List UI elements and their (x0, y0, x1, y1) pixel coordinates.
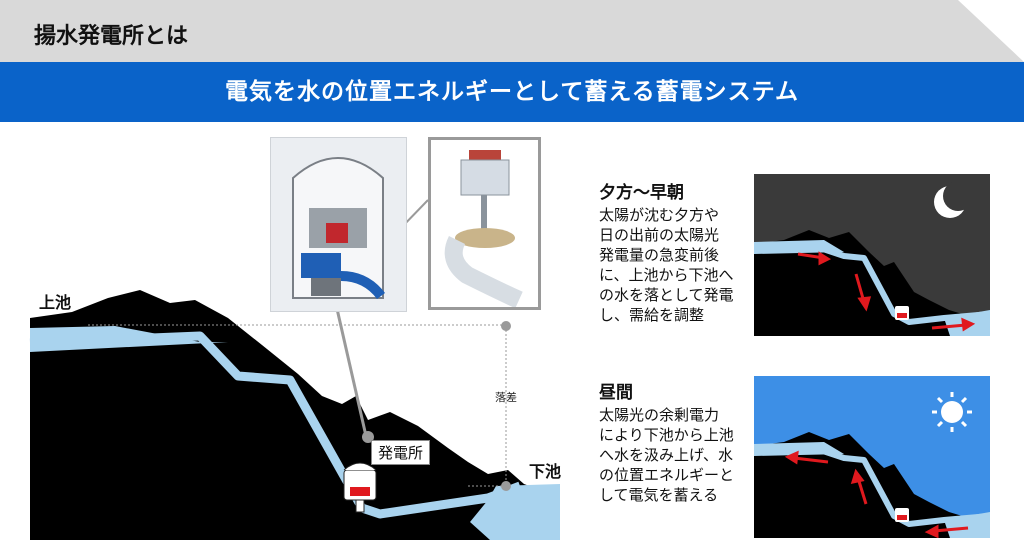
callout-line (333, 299, 368, 437)
evening-heading: 夕方～早朝 (599, 183, 684, 203)
head-bottom-dot (501, 481, 511, 491)
evening-station-icon (895, 306, 909, 320)
flow-arrows-up (784, 450, 969, 538)
subtitle-banner (0, 62, 1024, 122)
moon-icon (934, 181, 973, 218)
daytime-scene (754, 376, 990, 538)
turbine-photo (428, 137, 541, 310)
upper-reservoir-label: 上池 (39, 293, 72, 312)
page-title: 揚水発電所とは (34, 24, 189, 49)
penstock-pipe (29, 331, 522, 519)
daytime-description: 太陽光の余剰電力 により下池から上池 へ水を汲み上げ、水 の位置エネルギーと し… (599, 406, 735, 504)
head-label: 落差 (495, 391, 517, 404)
subtitle-text: 電気を水の位置エネルギーとして蓄える蓄電システム (225, 79, 799, 105)
evening-scene (754, 174, 990, 336)
daytime-station-icon (895, 508, 909, 522)
header-corner (958, 0, 1024, 62)
evening-description: 太陽が沈む夕方や 日の出前の太陽光 発電量の急変前後 に、上池から下池へ の水を… (599, 206, 734, 324)
daytime-heading: 昼間 (599, 383, 633, 403)
lower-reservoir-label: 下池 (529, 462, 562, 481)
lower-reservoir-body (490, 500, 560, 540)
powerhouse-photo (270, 137, 407, 312)
power-station-icon (343, 462, 377, 513)
flow-arrows-down (797, 251, 976, 332)
header-band (0, 0, 1024, 62)
sun-icon (932, 392, 972, 432)
power-station-label: 発電所 (371, 440, 431, 465)
mountain-silhouette (30, 290, 540, 540)
head-top-dot (501, 321, 511, 331)
